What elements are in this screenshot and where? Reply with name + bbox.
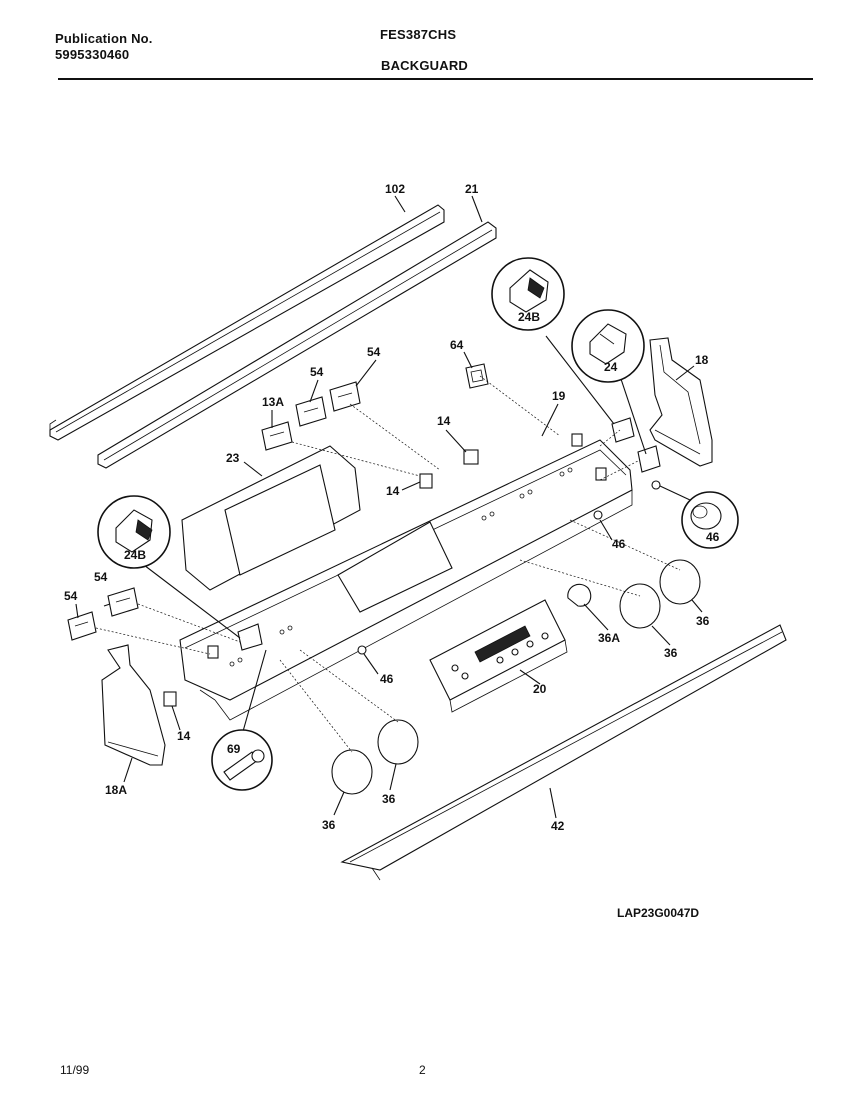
callout-102: 102 (385, 182, 405, 196)
callout-18: 18 (695, 353, 709, 367)
part-18A-end-cap (101, 644, 166, 766)
part-36-knob-b (659, 559, 701, 605)
detail-circle-69 (211, 729, 273, 791)
part-42-lower-trim (340, 624, 787, 881)
callout-54-d: 54 (64, 589, 78, 603)
callout-46-b: 46 (380, 672, 394, 686)
callout-64: 64 (450, 338, 464, 352)
part-21-trim-strip (97, 221, 497, 469)
part-36-knob-d (377, 719, 419, 765)
part-54-switch-left-a (107, 587, 139, 617)
part-64-lens (465, 363, 489, 389)
part-36-knob-a (619, 583, 661, 629)
detail-circle-24B-top (491, 257, 565, 331)
part-54-switch-left-b (67, 611, 97, 641)
callout-14-b: 14 (386, 484, 400, 498)
callout-36-c: 36 (322, 818, 336, 832)
part-24B-switch-upper (611, 417, 635, 443)
part-46-bushing-b (357, 645, 367, 655)
callout-36-a: 36 (664, 646, 678, 660)
callout-18A: 18A (105, 783, 127, 797)
part-13A-switch (261, 421, 293, 451)
part-54-switch-upper-a (295, 396, 327, 427)
callout-14-a: 14 (437, 414, 451, 428)
callout-46-circle: 46 (706, 530, 720, 544)
part-20-control-board (429, 599, 568, 713)
callout-46-a: 46 (612, 537, 626, 551)
part-36A-knob (567, 583, 592, 607)
part-46-bushing-a (593, 510, 603, 520)
callout-20: 20 (533, 682, 547, 696)
leader-lines (75, 195, 703, 819)
callout-36A: 36A (598, 631, 620, 645)
drawing-code: LAP23G0047D (617, 906, 700, 920)
detail-circle-24 (571, 309, 645, 383)
part-14-clip-b (419, 473, 433, 489)
callout-42: 42 (551, 819, 565, 833)
callout-13A: 13A (262, 395, 284, 409)
callout-36-d: 36 (382, 792, 396, 806)
callout-36-b: 36 (696, 614, 710, 628)
part-23-bracket (181, 445, 361, 591)
part-102-trim-strip (49, 204, 445, 441)
footer-page-number: 2 (419, 1063, 426, 1077)
callout-69: 69 (227, 742, 241, 756)
callout-24B-top: 24B (518, 310, 540, 324)
detail-circle-46 (681, 491, 739, 549)
section-title: BACKGUARD (381, 58, 469, 73)
part-24-switch (637, 445, 661, 473)
callout-19: 19 (552, 389, 566, 403)
model-number: FES387CHS (380, 27, 457, 42)
part-36-knob-c (331, 749, 373, 795)
part-24B-switch-lower (237, 623, 263, 651)
publication-label: Publication No. (55, 31, 153, 46)
part-14-clip-a (463, 449, 479, 465)
header-rule (58, 78, 813, 80)
callout-54-b: 54 (310, 365, 324, 379)
detail-circle-24B-left (97, 495, 171, 569)
part-14-clip-c (163, 691, 177, 707)
callout-21: 21 (465, 182, 479, 196)
callout-54-c: 54 (94, 570, 108, 584)
panel-holes (229, 467, 573, 667)
panel-window-opening (337, 521, 453, 613)
callout-14-c: 14 (177, 729, 191, 743)
callout-24: 24 (604, 360, 618, 374)
part-18-end-cap (649, 337, 713, 467)
callout-23: 23 (226, 451, 240, 465)
publication-number: 5995330460 (55, 47, 130, 62)
part-46-bushing-c (651, 480, 661, 490)
part-54-switch-upper-b (329, 381, 361, 412)
callout-24B-left: 24B (124, 548, 146, 562)
callout-54-a: 54 (367, 345, 381, 359)
footer-date: 11/99 (60, 1063, 90, 1077)
